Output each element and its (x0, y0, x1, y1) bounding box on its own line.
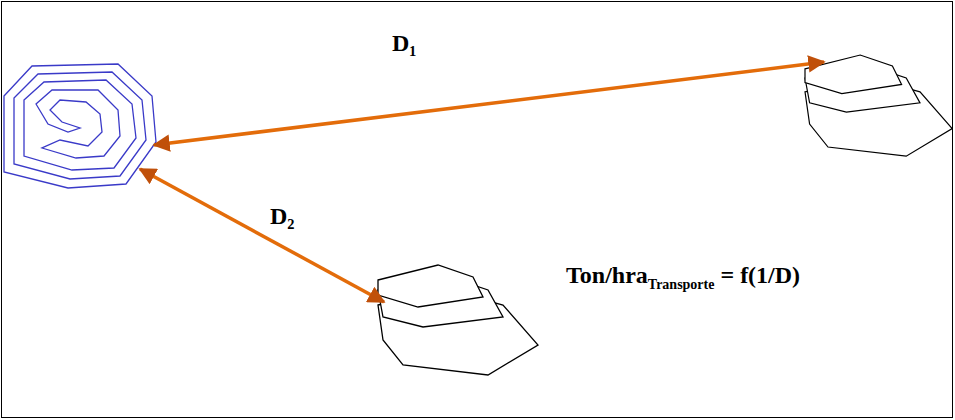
formula-text: = f(1/D) (720, 262, 800, 289)
distance-arrow (154, 62, 824, 145)
formula: Ton/hraTransporte= f(1/D) (566, 262, 800, 289)
formula-subscript: Transporte (648, 277, 715, 293)
distance-label: D₂ (270, 203, 295, 229)
distance-label: D₁ (392, 30, 417, 56)
distance-arrow (140, 169, 384, 302)
dump-near (378, 265, 538, 375)
formula-text: Ton/hra (566, 262, 648, 289)
pit (4, 64, 156, 188)
dump-far (805, 55, 952, 156)
